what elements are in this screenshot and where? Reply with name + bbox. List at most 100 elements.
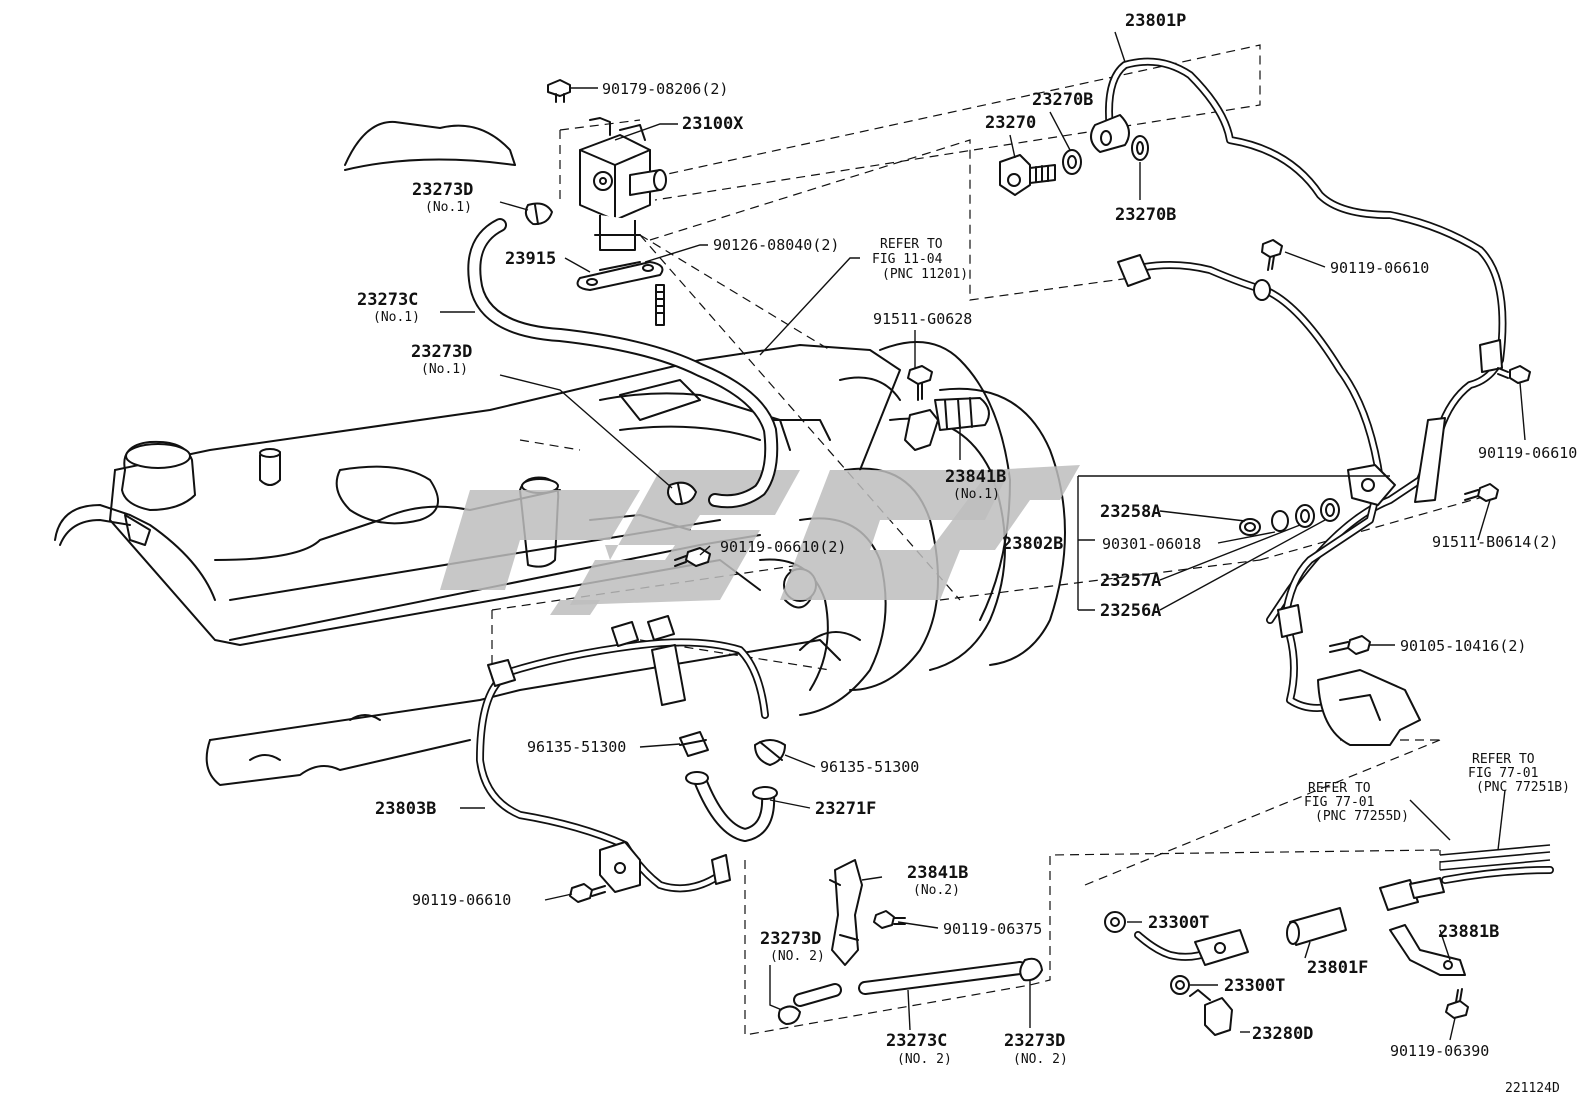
ref-fig-77-01-a-line3: (PNC 77255D): [1315, 809, 1409, 824]
clamp-96135-51300-b[interactable]: [754, 739, 786, 766]
bolt-90119-06610-left[interactable]: [569, 883, 606, 903]
label-90119-06375[interactable]: 90119-06375: [943, 920, 1042, 938]
gasket-23270B-b[interactable]: [1131, 135, 1149, 161]
ref-fig-77-01-b-line2[interactable]: FIG 77-01: [1468, 766, 1538, 781]
label-23256A[interactable]: 23256A: [1100, 601, 1161, 621]
label-23803B[interactable]: 23803B: [375, 799, 436, 819]
label-23881B[interactable]: 23881B: [1438, 922, 1499, 942]
bolt-90119-06610-center[interactable]: [674, 547, 711, 567]
label-23801F[interactable]: 23801F: [1307, 958, 1368, 978]
label-23273D-no1-b[interactable]: 23273D: [411, 342, 472, 362]
label-23273C-no1[interactable]: 23273C: [357, 290, 418, 310]
ref-fig-77-01-b-line3: (PNC 77251B): [1476, 780, 1570, 795]
label-23841B-no2-sub: (No.2): [913, 883, 960, 898]
label-23273C-no2[interactable]: 23273C: [886, 1031, 947, 1051]
gasket-23270B-a[interactable]: [1062, 149, 1082, 175]
ref-fig-11-04-line2[interactable]: FIG 11-04: [872, 252, 943, 267]
label-23841B-no2[interactable]: 23841B: [907, 863, 968, 883]
label-23100X[interactable]: 23100X: [682, 114, 744, 134]
label-96135-51300-a[interactable]: 96135-51300: [527, 738, 626, 756]
label-96135-51300-b[interactable]: 96135-51300: [820, 758, 919, 776]
hose-23273C-no2[interactable]: [793, 961, 1027, 1007]
label-23273D-no1-a-sub: (No.1): [425, 200, 472, 215]
bolt-90119-06375[interactable]: [873, 910, 906, 929]
oring-23256A[interactable]: [1320, 498, 1340, 522]
label-90179-08206[interactable]: 90179-08206(2): [602, 80, 728, 98]
label-23273D-no2-b-sub: (NO. 2): [1013, 1052, 1068, 1067]
bolt-91511-B0614[interactable]: [1464, 483, 1499, 502]
ref-fig-11-04-line3: (PNC 11201): [882, 267, 968, 282]
ref-fig-77-01-b-line1: REFER TO: [1472, 752, 1535, 767]
union-bolt-23280D[interactable]: [1189, 989, 1233, 1036]
label-23270B-bottom[interactable]: 23270B: [1115, 205, 1176, 225]
label-23801P[interactable]: 23801P: [1125, 11, 1186, 31]
label-23258A[interactable]: 23258A: [1100, 502, 1161, 522]
bolt-91511-G0628[interactable]: [907, 365, 933, 401]
part-labels: 90179-08206(2) 23100X 23273D (No.1) 2391…: [357, 11, 1577, 1096]
union-bolt-23270[interactable]: [999, 154, 1056, 196]
hose-23271F[interactable]: [685, 771, 778, 842]
fuel-pipe-23802B[interactable]: [1117, 254, 1421, 746]
stud-90126-08040[interactable]: [655, 284, 665, 326]
bolt-90119-06390[interactable]: [1445, 988, 1469, 1019]
label-23257A[interactable]: 23257A: [1100, 571, 1161, 591]
clamp-23273D-no1-a[interactable]: [524, 202, 553, 226]
bolt-90105-10416[interactable]: [1329, 635, 1371, 655]
fuel-pipe-23801P[interactable]: [1090, 57, 1507, 624]
label-90119-06390[interactable]: 90119-06390: [1390, 1042, 1489, 1060]
gasket-23300T-b[interactable]: [1170, 975, 1190, 995]
label-23273D-no2-b[interactable]: 23273D: [1004, 1031, 1065, 1051]
bracket-23881B[interactable]: [1389, 924, 1466, 976]
label-23841B-no1-sub: (No.1): [953, 487, 1000, 502]
label-23270[interactable]: 23270: [985, 113, 1036, 133]
bracket-23841B-no1[interactable]: [904, 397, 990, 451]
label-91511-B0614[interactable]: 91511-B0614(2): [1432, 533, 1558, 551]
bolt-90119-06610-right-mid[interactable]: [1497, 365, 1531, 384]
bolt-90179-08206[interactable]: [547, 79, 571, 103]
clamp-23273D-no2-b[interactable]: [1019, 957, 1043, 982]
label-90119-06610-r1[interactable]: 90119-06610: [1330, 259, 1429, 277]
hose-23801F[interactable]: [1286, 907, 1347, 946]
label-23300T-a[interactable]: 23300T: [1148, 913, 1209, 933]
gasket-23300T-a[interactable]: [1104, 911, 1126, 933]
gasket-23915[interactable]: [576, 261, 664, 291]
diagram-id: 221124D: [1505, 1081, 1560, 1096]
label-90119-06610-2[interactable]: 90119-06610(2): [720, 538, 846, 556]
label-23270B-top[interactable]: 23270B: [1032, 90, 1093, 110]
fuel-pump-23100X[interactable]: [579, 117, 667, 251]
clamp-23273D-no1-b[interactable]: [667, 481, 697, 506]
clamp-96135-51300-a[interactable]: [679, 731, 709, 757]
sensor-fuel-pressure[interactable]: [1379, 844, 1554, 911]
label-23915[interactable]: 23915: [505, 249, 556, 269]
label-23280D[interactable]: 23280D: [1252, 1024, 1313, 1044]
bracket-23841B-no2[interactable]: [829, 859, 863, 966]
label-23300T-b[interactable]: 23300T: [1224, 976, 1285, 996]
oring-90301-06018[interactable]: [1271, 510, 1289, 532]
oring-23257A[interactable]: [1295, 504, 1315, 528]
ref-fig-77-01-a-line2[interactable]: FIG 77-01: [1304, 795, 1374, 810]
label-23273C-no1-sub: (No.1): [373, 310, 420, 325]
bolt-90119-06610-right-top[interactable]: [1261, 239, 1283, 271]
label-23273D-no2-a[interactable]: 23273D: [760, 929, 821, 949]
clamp-23273D-no2-a[interactable]: [777, 1005, 801, 1025]
label-23273C-no2-sub: (NO. 2): [897, 1052, 952, 1067]
oring-23258A[interactable]: [1239, 518, 1261, 536]
fuel-pipe-23803B[interactable]: [476, 615, 769, 893]
label-23802B[interactable]: 23802B: [1002, 534, 1063, 554]
label-91511-G0628[interactable]: 91511-G0628: [873, 310, 972, 328]
label-90301-06018[interactable]: 90301-06018: [1102, 535, 1201, 553]
ref-fig-11-04-line1: REFER TO: [880, 237, 943, 252]
label-90119-06610-r2[interactable]: 90119-06610: [1478, 444, 1577, 462]
label-90126-08040[interactable]: 90126-08040(2): [713, 236, 839, 254]
label-90105-10416[interactable]: 90105-10416(2): [1400, 637, 1526, 655]
union-23801F-flex[interactable]: [1134, 929, 1249, 966]
engine-cylinder-head-drawing: [54, 120, 1066, 786]
label-23273D-no2-a-sub: (NO. 2): [770, 949, 825, 964]
hose-23273C-no1[interactable]: [467, 218, 779, 509]
label-23271F[interactable]: 23271F: [815, 799, 876, 819]
label-90119-06610-left[interactable]: 90119-06610: [412, 891, 511, 909]
leader-lines: [440, 31, 1526, 1041]
label-23273D-no1-a[interactable]: 23273D: [412, 180, 473, 200]
label-23841B-no1[interactable]: 23841B: [945, 467, 1006, 487]
